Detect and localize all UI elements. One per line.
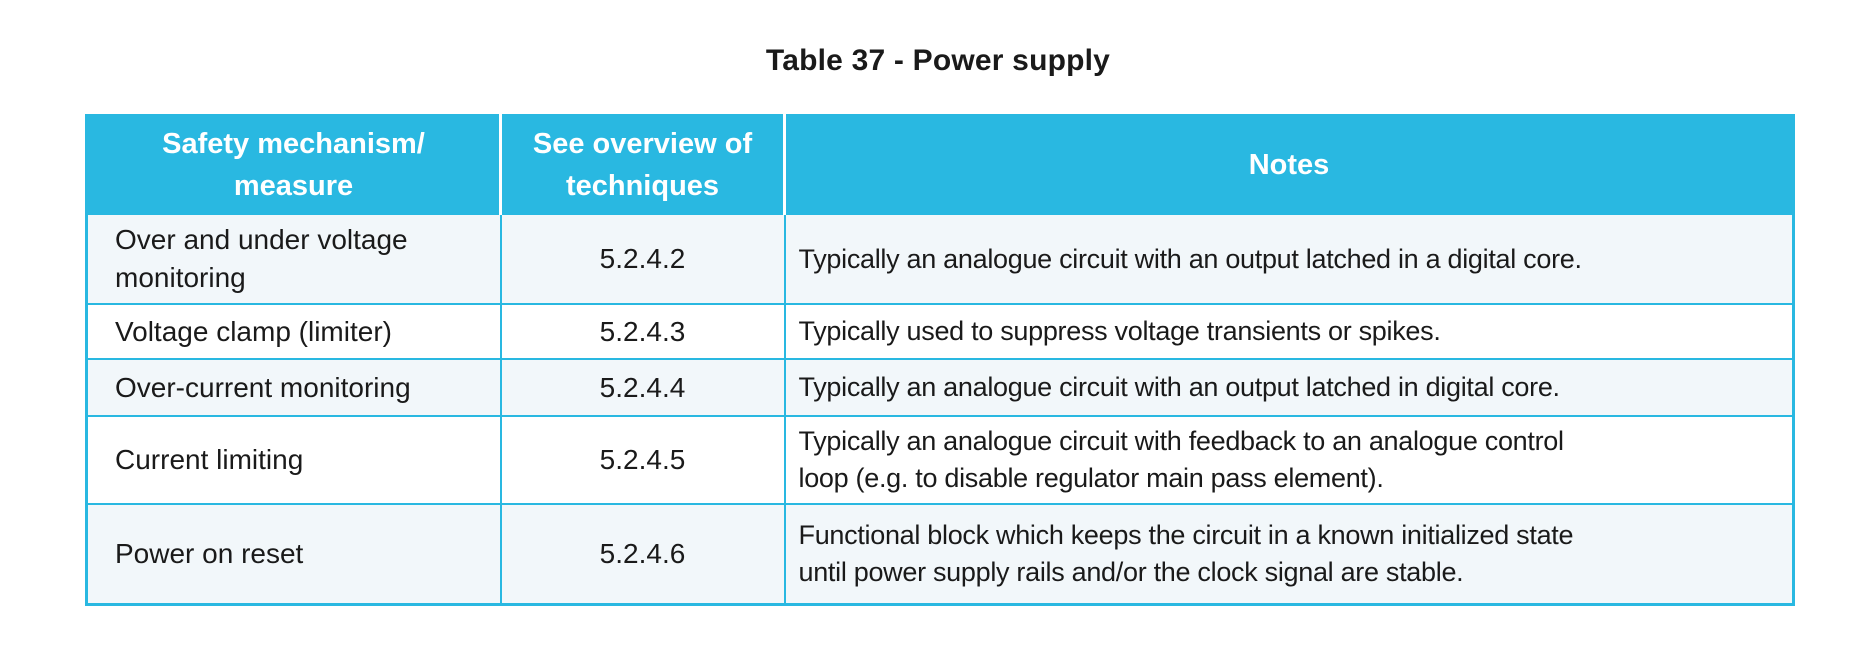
table-body: Over and under voltage monitoring 5.2.4.… [85, 212, 1795, 606]
reference-cell: 5.2.4.2 [499, 212, 786, 306]
note-cell: Functional block which keeps the circuit… [783, 503, 1795, 606]
mechanism-cell: Current limiting [85, 415, 502, 506]
reference-cell: 5.2.4.5 [499, 415, 786, 506]
mechanism-cell: Voltage clamp (limiter) [85, 303, 502, 361]
note-cell: Typically an analogue circuit with an ou… [783, 212, 1795, 306]
table-header-row: Safety mechanism/ measure See overview o… [86, 115, 1794, 214]
table-row: Over and under voltage monitoring 5.2.4.… [85, 212, 1795, 306]
note-cell: Typically an analogue circuit with an ou… [783, 358, 1795, 418]
note-cell: Typically an analogue circuit with feedb… [783, 415, 1795, 506]
note-cell: Typically used to suppress voltage trans… [783, 303, 1795, 361]
table-row: Power on reset 5.2.4.6 Functional block … [85, 503, 1795, 606]
reference-cell: 5.2.4.6 [499, 503, 786, 606]
header-cell-see-overview: See overview of techniques [500, 115, 786, 214]
reference-cell: 5.2.4.3 [499, 303, 786, 361]
header-cell-safety-mechanism: Safety mechanism/ measure [86, 115, 502, 214]
mechanism-cell: Over and under voltage monitoring [85, 212, 502, 306]
mechanism-cell: Power on reset [85, 503, 502, 606]
power-supply-table: Safety mechanism/ measure See overview o… [85, 114, 1795, 606]
mechanism-cell: Over-current monitoring [85, 358, 502, 418]
table-row: Over-current monitoring 5.2.4.4 Typicall… [85, 358, 1795, 418]
table-title: Table 37 - Power supply [765, 44, 1111, 77]
table-row: Current limiting 5.2.4.5 Typically an an… [85, 415, 1795, 506]
reference-cell: 5.2.4.4 [499, 358, 786, 418]
header-cell-notes: Notes [784, 115, 1794, 214]
table-row: Voltage clamp (limiter) 5.2.4.3 Typicall… [85, 303, 1795, 361]
